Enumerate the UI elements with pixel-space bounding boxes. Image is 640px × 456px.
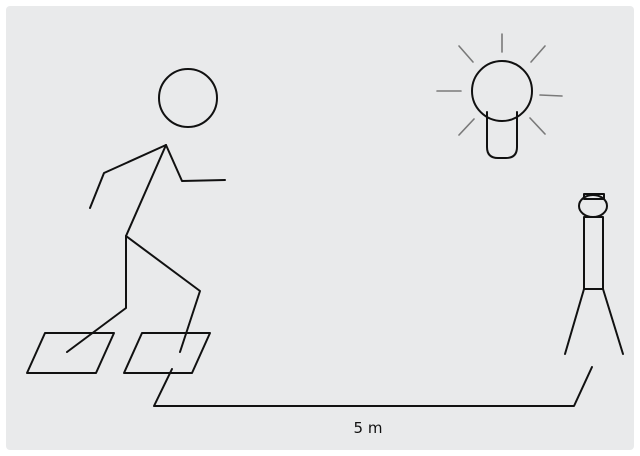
distance-line — [153, 366, 593, 407]
bulb-ray — [530, 45, 546, 63]
stick-figure-runner — [66, 68, 226, 353]
distance-label: 5 m — [354, 419, 383, 437]
bulb-ray — [458, 118, 475, 136]
start-squares — [26, 332, 211, 374]
bulb-base — [486, 111, 518, 159]
bulb-ray — [529, 117, 546, 135]
start-square-right — [123, 332, 211, 374]
camera-body — [583, 216, 604, 290]
tripod-leg-right — [602, 288, 624, 355]
bulb-ray — [539, 94, 563, 97]
runner-front-leg — [125, 235, 201, 353]
camera-tripod-icon — [564, 193, 624, 355]
runner-torso — [125, 144, 167, 237]
runner-back-leg — [66, 235, 127, 353]
runner-front-arm — [165, 144, 226, 182]
bulb-globe — [471, 60, 533, 122]
light-bulb-icon — [436, 33, 563, 159]
bulb-ray — [458, 45, 474, 63]
runner-back-arm — [89, 144, 167, 209]
tripod-leg-left — [564, 288, 585, 355]
runner-head — [158, 68, 218, 128]
start-square-left — [26, 332, 115, 374]
